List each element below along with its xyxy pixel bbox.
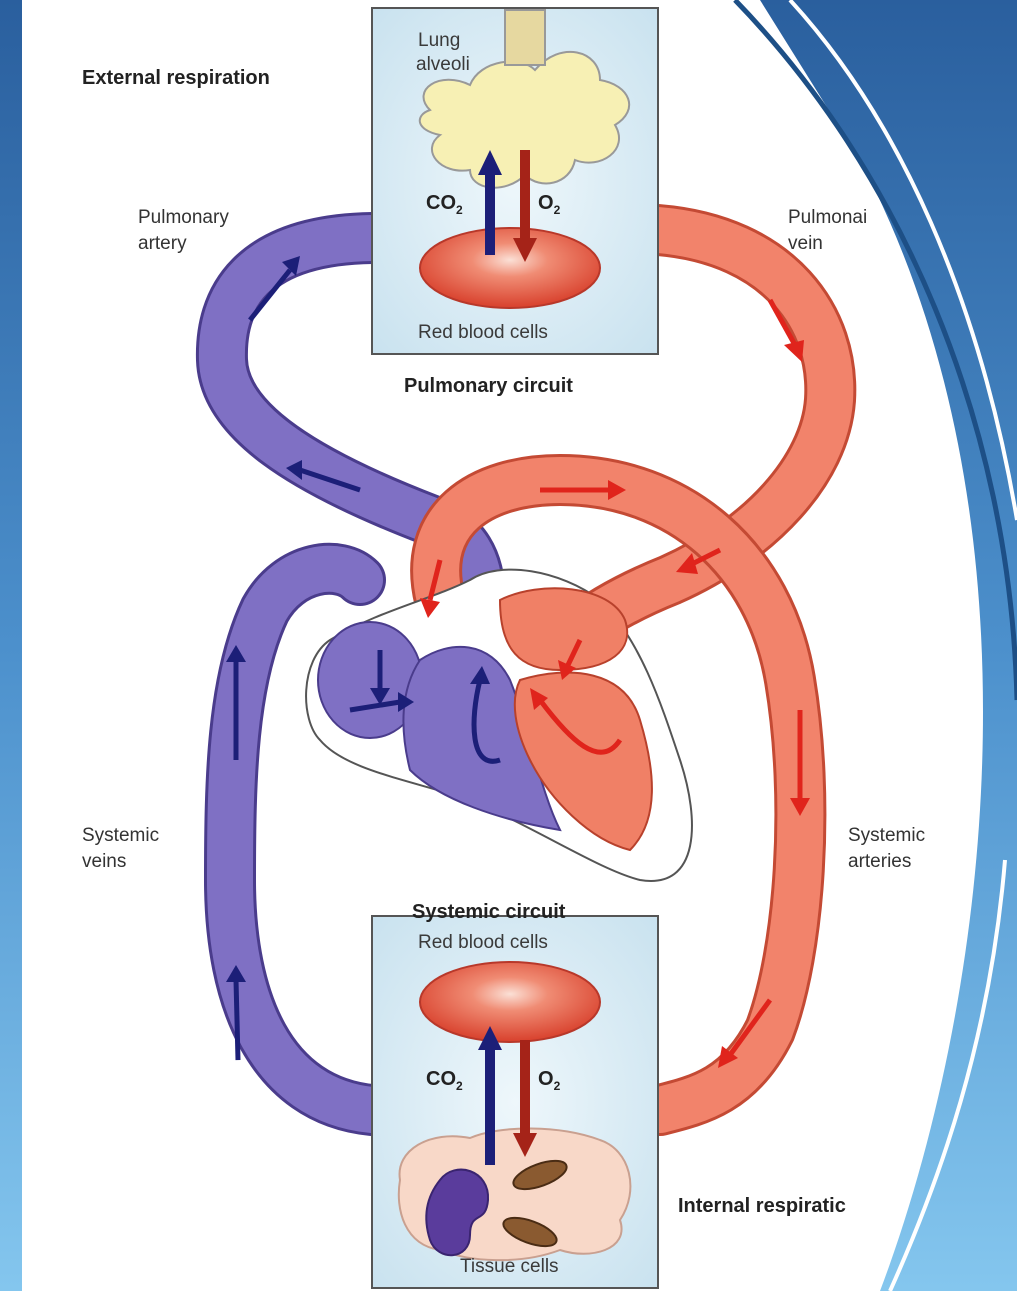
systemic-circuit-label: Systemic circuit <box>412 900 565 924</box>
left-atrium <box>500 588 627 670</box>
pulmonary-artery-label-line2: artery <box>138 232 187 256</box>
systemic-arteries-label-line1: Systemic <box>848 824 925 848</box>
red-blood-cells-label-top: Red blood cells <box>418 322 548 344</box>
co2-label-bottom: CO2 <box>426 1068 463 1093</box>
lung-alveoli-label-line2: alveoli <box>416 54 470 76</box>
left-slide-band <box>0 0 22 1291</box>
red-blood-cell-bottom <box>420 962 600 1042</box>
o2-label-top: O2 <box>538 192 560 217</box>
systemic-veins-label-line2: veins <box>82 850 126 874</box>
o2-label-bottom: O2 <box>538 1068 560 1093</box>
red-blood-cell-top <box>420 228 600 308</box>
external-respiration-label: External respiration <box>82 66 270 90</box>
systemic-arteries-label-line2: arteries <box>848 850 911 874</box>
systemic-veins-label-line1: Systemic <box>82 824 159 848</box>
pulmonary-vein-label-line2: vein <box>788 232 823 256</box>
pulmonary-artery-label-line1: Pulmonary <box>138 206 229 230</box>
co2-label-top: CO2 <box>426 192 463 217</box>
pulmonary-vein-label-line1: Pulmonai <box>788 206 867 230</box>
bronchus <box>505 10 545 65</box>
lung-alveoli-label-line1: Lung <box>418 30 460 52</box>
pulmonary-circuit-label: Pulmonary circuit <box>404 374 573 398</box>
internal-respiration-label: Internal respiratic <box>678 1194 846 1218</box>
tissue-cells-label: Tissue cells <box>460 1256 559 1278</box>
red-blood-cells-label-bottom: Red blood cells <box>418 932 548 954</box>
